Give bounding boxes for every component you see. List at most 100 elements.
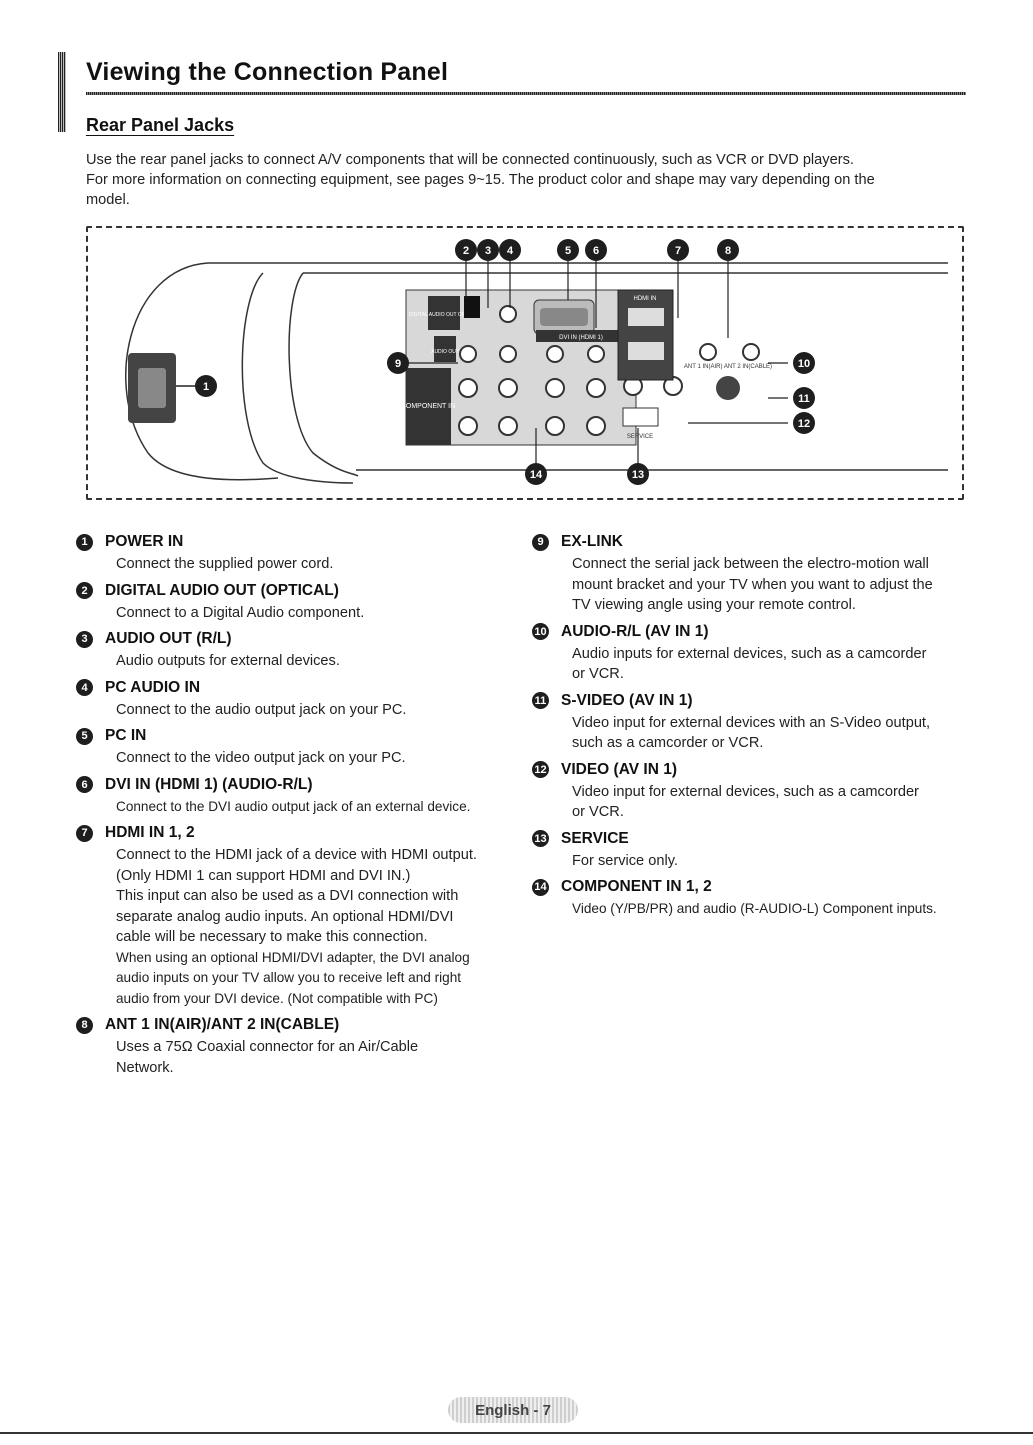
item-s-video: 11 S-VIDEO (AV IN 1) Video input for exte… (532, 692, 967, 754)
item-audio-out: 3 AUDIO OUT (R/L) Audio outputs for exter… (76, 630, 526, 672)
callout-12: 12 (798, 418, 810, 430)
item-title: DVI IN (HDMI 1) (AUDIO-R/L) (105, 775, 313, 793)
item-service: 13 SERVICE For service only. (532, 830, 967, 872)
item-hdmi-in: 7 HDMI IN 1, 2 Connect to the HDMI jack o… (76, 824, 526, 1009)
item-text: cable will be necessary to make this con… (116, 929, 428, 945)
item-digital-audio-out: 2 DIGITAL AUDIO OUT (OPTICAL) Connect to … (76, 582, 526, 624)
item-title: PC IN (105, 727, 147, 744)
item-title: HDMI IN 1, 2 (105, 824, 195, 841)
item-audio-rl-av-in: 10 AUDIO-R/L (AV IN 1) Audio inputs for e… (532, 623, 967, 685)
intro-paragraph: Use the rear panel jacks to connect A/V … (86, 150, 966, 210)
item-text: audio inputs on your TV allow you to rec… (116, 970, 462, 985)
item-title: COMPONENT IN 1, 2 (561, 878, 712, 895)
item-title: DIGITAL AUDIO OUT (OPTICAL) (105, 581, 339, 599)
item-text: Video input for external devices with an… (572, 714, 931, 731)
item-number-badge: 5 (76, 727, 93, 745)
item-number-badge: 8 (76, 1016, 93, 1034)
dvi-jack-label: DVI IN (HDMI 1) (559, 335, 603, 341)
item-text: This input can also be used as a DVI con… (116, 888, 459, 904)
item-text: Video input for external devices, such a… (572, 783, 919, 800)
item-text: For service only. (572, 852, 678, 869)
service-jack-label: SERVICE (627, 434, 653, 440)
item-number-badge: 7 (76, 824, 93, 842)
item-text: Audio outputs for external devices. (116, 653, 340, 669)
item-title: AUDIO-R/L (AV IN 1) (561, 622, 709, 640)
item-text: mount bracket and your TV when you want … (572, 576, 933, 593)
item-text: Connect to the audio output jack on your… (116, 701, 407, 718)
title-accent-bar (58, 52, 66, 132)
item-text: such as a camcorder or VCR. (572, 735, 764, 751)
item-video: 12 VIDEO (AV IN 1) Video input for extern… (532, 761, 967, 823)
item-text: Uses a 75Ω Coaxial connector for an Air/… (116, 1039, 419, 1055)
item-title: POWER IN (105, 533, 184, 550)
callout-3: 3 (485, 245, 491, 257)
item-number-badge: 14 (532, 878, 549, 896)
item-dvi-in: 6 DVI IN (HDMI 1) (AUDIO-R/L) Connect to … (76, 776, 526, 818)
rear-panel-diagram: COMPONENT IN DIGITAL AUDIO OUT OPTICAL A… (86, 226, 964, 500)
item-text: When using an optional HDMI/DVI adapter,… (116, 949, 470, 965)
component-jack-label: COMPONENT IN (401, 403, 455, 410)
rear-panel-illustration: COMPONENT IN DIGITAL AUDIO OUT OPTICAL A… (125, 239, 948, 485)
item-title: AUDIO OUT (R/L) (105, 630, 232, 647)
item-title: ANT 1 IN(AIR)/ANT 2 IN(CABLE) (105, 1016, 340, 1033)
callout-13: 13 (632, 469, 644, 481)
item-text: Connect the serial jack between the elec… (572, 556, 929, 572)
item-power-in: 1 POWER IN Connect the supplied power cor… (76, 533, 526, 575)
item-antenna-in: 8 ANT 1 IN(AIR)/ANT 2 IN(CABLE) Uses a 75… (76, 1016, 526, 1078)
item-text: Connect to the video output jack on your… (116, 750, 406, 766)
item-text: Connect to a Digital Audio component. (116, 604, 365, 621)
item-ex-link: 9 EX-LINK Connect the serial jack between… (532, 533, 967, 616)
item-text: TV viewing angle using your remote contr… (572, 597, 856, 613)
item-title: PC AUDIO IN (105, 678, 201, 696)
callout-10: 10 (798, 358, 810, 370)
item-number-badge: 12 (532, 761, 549, 778)
callout-7: 7 (675, 245, 681, 257)
item-pc-in: 5 PC IN Connect to the video output jack … (76, 727, 526, 769)
item-text: Connect the supplied power cord. (116, 556, 334, 572)
item-number-badge: 13 (532, 830, 549, 847)
footer-rule (0, 1432, 1033, 1434)
digital-jack-label: DIGITAL AUDIO OUT OPTICAL (409, 312, 480, 318)
item-text: or VCR. (572, 666, 624, 682)
item-text: Connect to the HDMI jack of a device wit… (116, 847, 477, 863)
item-title: VIDEO (AV IN 1) (561, 760, 677, 778)
section-title: Rear Panel Jacks (86, 115, 235, 135)
item-title: SERVICE (561, 829, 629, 847)
right-column: 9 EX-LINK Connect the serial jack between… (532, 533, 967, 927)
ant-jack-label: ANT 1 IN(AIR) ANT 2 IN(CABLE) (684, 364, 772, 370)
item-number-badge: 6 (76, 776, 93, 793)
hdmi-jack-label: HDMI IN (634, 296, 657, 302)
item-title: S-VIDEO (AV IN 1) (561, 691, 693, 709)
item-text: Network. (116, 1059, 174, 1076)
callout-4: 4 (507, 245, 514, 257)
item-pc-audio-in: 4 PC AUDIO IN Connect to the audio output… (76, 679, 526, 721)
item-text: or VCR. (572, 804, 624, 820)
page-title: Viewing the Connection Panel (86, 58, 449, 86)
item-title: EX-LINK (561, 533, 623, 550)
callout-2: 2 (463, 245, 469, 257)
callout-14: 14 (530, 469, 543, 481)
callout-6: 6 (593, 245, 599, 257)
callout-8: 8 (725, 245, 731, 257)
item-number-badge: 2 (76, 582, 93, 599)
item-text: (Only HDMI 1 can support HDMI and DVI IN… (116, 867, 411, 884)
callout-5: 5 (565, 245, 571, 257)
callout-1: 1 (203, 381, 209, 393)
item-number-badge: 3 (76, 630, 93, 648)
item-number-badge: 10 (532, 623, 549, 640)
item-text: audio from your DVI device. (Not compati… (116, 990, 438, 1006)
page-number-badge: English - 7 (448, 1397, 578, 1423)
item-number-badge: 9 (532, 533, 549, 551)
item-text: Audio inputs for external devices, such … (572, 645, 927, 662)
item-number-badge: 1 (76, 533, 93, 551)
item-number-badge: 11 (532, 692, 549, 709)
title-rule (86, 92, 966, 95)
intro-line: For more information on connecting equip… (86, 172, 875, 188)
item-number-badge: 4 (76, 679, 93, 696)
intro-line: model. (86, 192, 130, 208)
intro-line: Use the rear panel jacks to connect A/V … (86, 152, 854, 168)
item-text: Connect to the DVI audio output jack of … (116, 798, 471, 814)
callout-9: 9 (395, 358, 401, 370)
left-column: 1 POWER IN Connect the supplied power cor… (76, 533, 526, 1085)
